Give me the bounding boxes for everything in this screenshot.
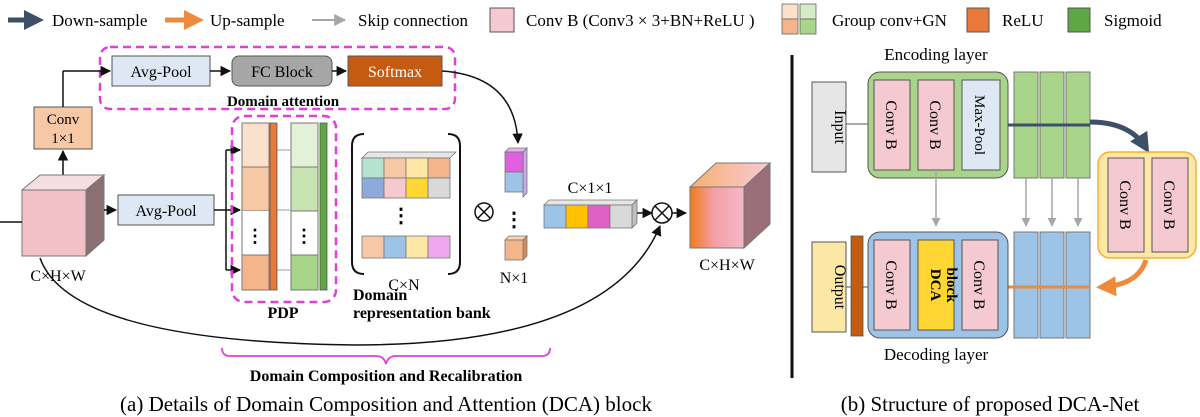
output-label: Output [831,265,848,310]
bank-row-2 [361,235,451,259]
dec-col-2 [1039,231,1065,339]
bank-label-line2: representation bank [353,305,491,322]
pdp-orange-column: ⋮ [241,122,270,291]
nx1-label: N×1 [500,270,529,287]
input-label: Input [831,110,848,144]
enc-conv-b-2-label: Conv B [926,100,943,149]
outer-product-icon [474,202,494,222]
attention-dots: ⋮ [504,209,524,231]
bottleneck-conv-b-1 [1107,157,1145,253]
enc-conv-b-1-label: Conv B [882,100,899,149]
legend-down-sample: Down-sample [52,11,147,30]
group-conv-swatch-icon [781,3,817,35]
sigmoid-swatch-icon [1067,7,1091,33]
pdp-sigmoid-bar [319,122,328,291]
attention-vector: ⋮ [504,147,528,261]
dec-col-1 [1013,231,1039,339]
dec-conv-b-2-label: Conv B [970,260,987,309]
up-sample-arrow [1096,259,1149,297]
conv-b-swatch-icon [489,7,515,33]
output-cube [688,161,772,250]
softmax-label: Softmax [368,64,422,81]
dca-block-label-line2: block [943,267,959,303]
enc-conv-b-1 [873,79,911,171]
avgpool-mid-label: Avg-Pool [135,203,197,220]
dec-conv-b-1-label: Conv B [882,260,899,309]
conv1x1-box [33,106,93,150]
input-dim-label: C×H×W [30,268,86,285]
pdp-dots-1: ⋮ [246,226,264,246]
composition-label: Domain Composition and Recalibration [250,368,523,385]
caption-b: (b) Structure of proposed DCA-Net [841,392,1140,416]
cx1x1-label: C×1×1 [568,180,613,197]
dec-conv-b-1 [873,239,911,331]
bank-label-line1: Domain [353,287,407,304]
bottleneck-conv-b-2-label: Conv B [1160,180,1177,229]
domain-attention-box [98,45,457,111]
bank-bracket-left [351,133,365,275]
legend-conv-b: Conv B (Conv3 × 3+BN+ReLU ) [526,11,755,30]
encoding-layer-label: Encoding layer [884,45,988,64]
dca-block-box [917,239,955,331]
legend-sigmoid: Sigmoid [1104,11,1162,30]
down-sample-arrow [1089,119,1150,154]
fc-block-label: FC Block [251,64,313,81]
bank-row-1 [361,151,457,199]
output-relu-bar [850,235,864,337]
arrow-softmax-attention [441,70,523,145]
output-dim-label: C×H×W [699,257,755,274]
legend-skip-connection: Skip connection [358,11,469,30]
pdp-label: PDP [267,305,298,322]
c-vector [543,199,638,229]
elementwise-product-icon [651,202,673,224]
domain-attention-label: Domain attention [227,94,340,110]
avgpool-top-box [111,55,211,87]
output-box [811,241,847,333]
dca-block-label-line1: DCA [927,269,943,302]
conv1x1-label-line1: Conv [47,112,80,128]
bottleneck-conv-b-2 [1151,157,1189,253]
input-cube [20,173,106,258]
residual-arrow [39,225,662,346]
pdp-green-column: ⋮ [290,122,319,291]
pdp-box [230,114,338,304]
dec-conv-b-2 [961,239,999,331]
panel-dca-block: Domain attention Avg-Pool FC Block Softm… [0,45,772,416]
panel-dca-net: Encoding layer Input Conv B Conv B Max-P… [811,45,1197,416]
bank-dots: ⋮ [391,205,411,227]
avgpool-top-label: Avg-Pool [130,64,192,81]
relu-swatch-icon [966,7,990,33]
pdp-relu-bar [269,122,278,291]
softmax-box [347,55,443,87]
legend-up-sample: Up-sample [210,11,285,30]
avgpool-mid-box [117,194,215,226]
bank-bracket-right [447,133,461,275]
legend-relu: ReLU [1002,11,1044,30]
bottleneck-conv-b-1-label: Conv B [1116,180,1133,229]
caption-a: (a) Details of Domain Composition and At… [120,392,652,416]
input-box [811,81,847,173]
enc-conv-b-2 [917,79,955,171]
legend: Down-sample Up-sample Skip connection Co… [8,3,1162,35]
enc-max-pool [961,79,1001,171]
pdp-dots-2: ⋮ [295,226,313,246]
legend-group-conv: Group conv+GN [832,11,947,30]
dec-col-3 [1065,231,1091,339]
composition-brace [221,347,551,365]
cxn-label: C×N [388,277,420,294]
conv1x1-label-line2: 1×1 [51,131,74,147]
enc-max-pool-label: Max-Pool [971,95,987,155]
decoding-layer-label: Decoding layer [884,345,989,364]
